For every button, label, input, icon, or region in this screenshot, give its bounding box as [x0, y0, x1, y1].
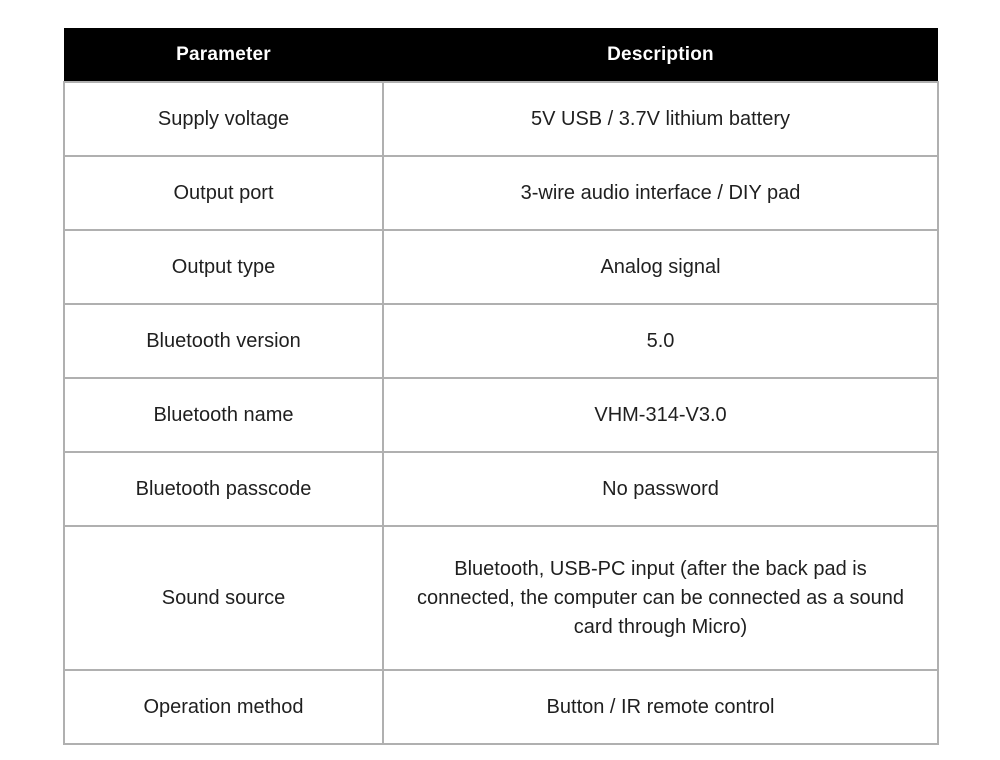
table-row: Bluetooth version 5.0 — [63, 303, 939, 379]
description-cell: Bluetooth, USB-PC input (after the back … — [382, 525, 939, 671]
table-row: Bluetooth name VHM-314-V3.0 — [63, 377, 939, 453]
parameter-cell: Output port — [63, 155, 384, 231]
parameter-cell: Bluetooth version — [63, 303, 384, 379]
parameter-cell: Sound source — [63, 525, 384, 671]
table-row: Operation method Button / IR remote cont… — [63, 669, 939, 745]
table-row: Supply voltage 5V USB / 3.7V lithium bat… — [63, 81, 939, 157]
table-row: Bluetooth passcode No password — [63, 451, 939, 527]
table-row: Output port 3-wire audio interface / DIY… — [63, 155, 939, 231]
description-cell: Button / IR remote control — [382, 669, 939, 745]
header-description: Description — [383, 28, 938, 82]
description-cell: Analog signal — [382, 229, 939, 305]
table-row: Output type Analog signal — [63, 229, 939, 305]
parameter-cell: Bluetooth name — [63, 377, 384, 453]
description-cell: 5.0 — [382, 303, 939, 379]
parameter-cell: Bluetooth passcode — [63, 451, 384, 527]
spec-table-header: Parameter Description — [64, 28, 938, 82]
description-cell: 5V USB / 3.7V lithium battery — [382, 81, 939, 157]
spec-table-body: Supply voltage 5V USB / 3.7V lithium bat… — [63, 81, 939, 745]
parameter-cell: Output type — [63, 229, 384, 305]
parameter-cell: Supply voltage — [63, 81, 384, 157]
header-row: Parameter Description — [64, 28, 938, 82]
description-cell: VHM-314-V3.0 — [382, 377, 939, 453]
header-parameter: Parameter — [64, 28, 383, 82]
table-row: Sound source Bluetooth, USB-PC input (af… — [63, 525, 939, 671]
description-cell: 3-wire audio interface / DIY pad — [382, 155, 939, 231]
description-cell: No password — [382, 451, 939, 527]
spec-table-container: Parameter Description Supply voltage 5V … — [63, 28, 939, 745]
spec-table: Parameter Description Supply voltage 5V … — [63, 28, 939, 745]
parameter-cell: Operation method — [63, 669, 384, 745]
